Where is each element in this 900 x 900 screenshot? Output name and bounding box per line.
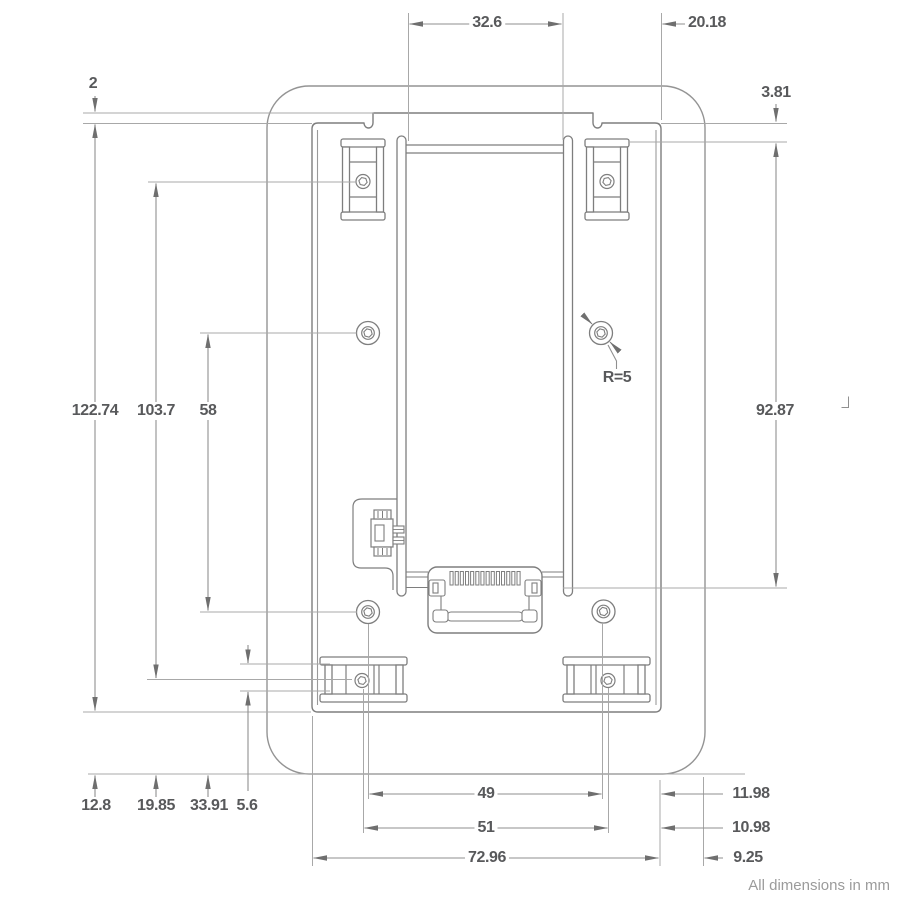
dim-label-10-98: 10.98 — [728, 819, 774, 837]
dim-label-51: 51 — [474, 819, 498, 837]
dim-label-boss-hole-span: 58 — [196, 402, 220, 420]
radius-callout-label: R=5 — [599, 369, 635, 387]
dim-label-11-98: 11.98 — [729, 785, 773, 803]
units-note: All dimensions in mm — [748, 877, 890, 894]
dim-label-12-8: 12.8 — [78, 797, 114, 815]
corner-mark — [841, 396, 849, 408]
dim-label-clip-hole-span: 103.7 — [133, 402, 179, 420]
dim-label-49: 49 — [474, 785, 498, 803]
dim-label-9-25: 9.25 — [730, 849, 766, 867]
screw-boss-bottom-right — [591, 599, 616, 624]
dim-label-right-top-offset: 20.18 — [684, 14, 730, 32]
ffc-connector — [427, 566, 543, 634]
dim-label-panel-width: 72.96 — [464, 849, 510, 867]
extension-lines — [83, 13, 787, 866]
battery-tray — [396, 135, 574, 597]
dim-label-tray-inner-width: 32.6 — [469, 14, 505, 32]
dim-label-panel-height: 122.74 — [68, 402, 122, 420]
screw-boss-mid-right — [588, 320, 614, 346]
dim-label-33-91: 33.91 — [186, 797, 232, 815]
radius-leader-line — [607, 344, 618, 369]
wire-connector — [352, 498, 405, 590]
dimension-lines — [92, 21, 779, 861]
dim-label-top-step: 2 — [85, 75, 101, 93]
screw-boss-bottom-left — [355, 599, 381, 625]
dim-label-19-85: 19.85 — [133, 797, 179, 815]
screw-boss-mid-left — [355, 320, 381, 346]
plate-inner-wall-lines — [316, 130, 657, 705]
dim-label-5-6: 5.6 — [233, 797, 261, 815]
dim-label-clip-top-offset: 3.81 — [758, 84, 794, 102]
dim-label-right-height: 92.87 — [752, 402, 798, 420]
